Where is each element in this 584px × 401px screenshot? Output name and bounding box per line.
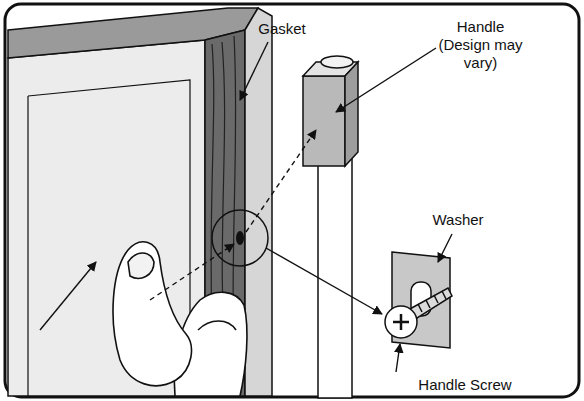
handle-screw: [385, 288, 452, 338]
screw-hole: [236, 231, 244, 245]
handle: [303, 56, 358, 398]
part-label: Handle (Design may vary): [433, 18, 528, 72]
part-label: Handle Screw: [380, 376, 550, 394]
door: [8, 8, 272, 396]
frame: [5, 4, 579, 397]
highlight-circle: [212, 210, 268, 266]
hand: [113, 242, 247, 396]
leader-lines: [40, 42, 452, 372]
part-label: Gasket: [250, 20, 314, 38]
part-label: Washer: [420, 211, 496, 229]
